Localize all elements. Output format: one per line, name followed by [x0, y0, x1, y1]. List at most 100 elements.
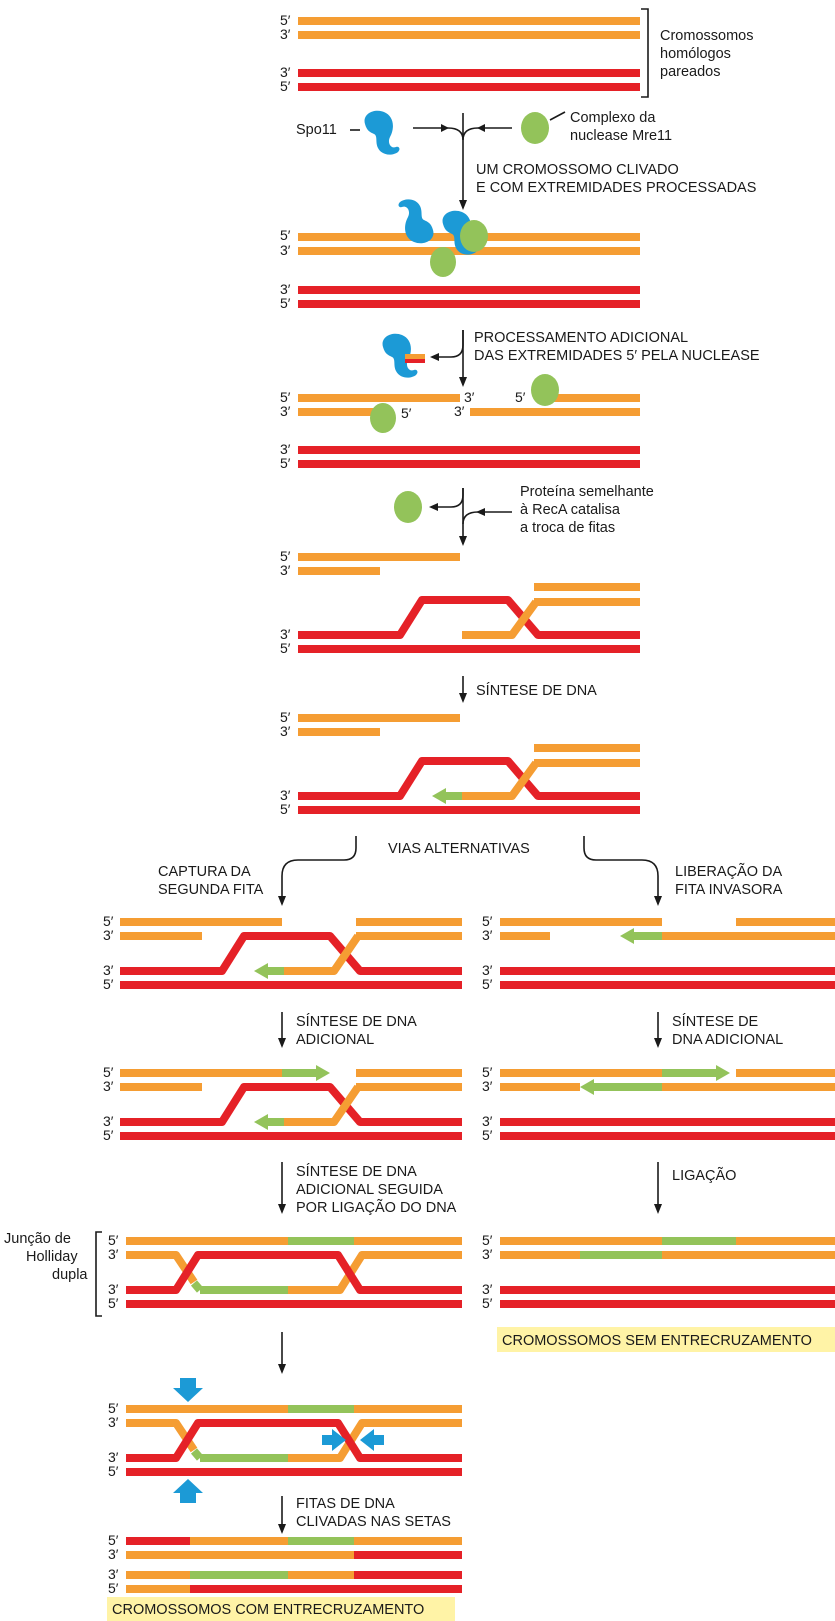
new-dna-arrowhead [432, 788, 446, 804]
end-3: 3′ [108, 1449, 119, 1465]
left-stage-double-holliday: Junção de Holliday dupla 5′ 3′ 3′ 5′ [4, 1231, 462, 1317]
arrow-head [654, 1204, 662, 1214]
end-3: 3′ [280, 242, 291, 258]
new-dna-arrowhead [316, 1065, 330, 1081]
label-invading-release-2: FITA INVASORA [675, 882, 783, 898]
red-strand-crossing [126, 1251, 462, 1294]
right-stage-additional: 5′ 3′ 3′ 5′ [482, 1064, 835, 1143]
label-additional-left-1: SÍNTESE DE DNA [296, 1013, 417, 1030]
label-ligation: LIGAÇÃO [672, 1167, 736, 1184]
end-3: 3′ [280, 281, 291, 297]
leader-line [549, 111, 566, 121]
stage-resected-ends: 5′ 3′ 3′ 5′ 5′ 3′ 3′ 5′ [280, 374, 640, 471]
red-strand-displaced [120, 932, 462, 975]
label-dna-synthesis: SÍNTESE DE DNA [476, 682, 597, 699]
label-mre11-2: nuclease Mre11 [570, 128, 672, 144]
label-alternative: VIAS ALTERNATIVAS [388, 841, 530, 857]
end-5: 5′ [482, 1127, 493, 1143]
label-additional-left-2: ADICIONAL [296, 1032, 374, 1048]
arrow-head [476, 508, 485, 516]
branch-arrow [436, 330, 464, 358]
end-3: 3′ [482, 962, 493, 978]
cut-arrow-left [322, 1429, 346, 1451]
cut-arrow-top [173, 1378, 203, 1402]
end-5: 5′ [515, 389, 526, 405]
label-processing-2: DAS EXTREMIDADES 5′ PELA NUCLEASE [474, 348, 760, 364]
right-stage-release: 5′ 3′ 3′ 5′ [482, 913, 835, 992]
arrow-head [477, 124, 485, 132]
arrow-head [429, 503, 438, 511]
cut-arrow-bottom [173, 1479, 203, 1503]
mre11-protein [521, 112, 549, 144]
step-further-processing: PROCESSAMENTO ADICIONAL DAS EXTREMIDADES… [382, 330, 760, 387]
end-3: 3′ [108, 1281, 119, 1297]
left-step-ligation: SÍNTESE DE DNA ADICIONAL SEGUIDA POR LIG… [278, 1162, 457, 1216]
new-dna-arrowhead [620, 928, 634, 944]
end-5: 5′ [482, 1064, 493, 1080]
left-step-cleaved: FITAS DE DNA CLIVADAS NAS SETAS [278, 1496, 451, 1534]
end-5: 5′ [482, 1232, 493, 1248]
arrow-head [278, 1364, 286, 1374]
spo11-protein [364, 110, 400, 155]
mre11-protein [394, 491, 422, 523]
label-mre11-1: Complexo da [570, 110, 656, 126]
red-strand-displaced [298, 596, 640, 639]
end-3: 3′ [280, 26, 291, 42]
right-step-ligation: LIGAÇÃO [654, 1162, 736, 1214]
label-holliday-2: Holliday [26, 1249, 78, 1265]
end-5: 5′ [482, 913, 493, 929]
arrow-head [654, 1038, 662, 1048]
end-5: 5′ [280, 389, 291, 405]
label-holliday-3: dupla [52, 1267, 88, 1283]
reca-curve [462, 511, 479, 525]
arrow-head [459, 693, 467, 703]
end-3: 3′ [482, 1078, 493, 1094]
result-highlight [497, 1327, 835, 1352]
end-5: 5′ [103, 1127, 114, 1143]
end-5: 5′ [108, 1400, 119, 1416]
step-spo11-mre11: Spo11 Complexo da nuclease Mre11 UM CROM… [296, 110, 756, 210]
branch-arrow-left [281, 836, 357, 898]
label-second-capture-2: SEGUNDA FITA [158, 882, 264, 898]
label-spo11: Spo11 [296, 122, 337, 138]
end-5: 5′ [280, 455, 291, 471]
end-3: 3′ [108, 1414, 119, 1430]
label-additional-right-1: SÍNTESE DE [672, 1013, 759, 1030]
new-dna-arrowhead [580, 1079, 594, 1095]
label-ligation-step-3: POR LIGAÇÃO DO DNA [296, 1199, 457, 1216]
stage-strand-invasion: 5′ 3′ 3′ 5′ [280, 548, 640, 656]
end-5: 5′ [108, 1232, 119, 1248]
label-reca-2: à RecA catalisa [520, 502, 621, 518]
label-invading-release-1: LIBERAÇÃO DA [675, 863, 782, 880]
end-5: 5′ [482, 976, 493, 992]
invading-strand [284, 1084, 362, 1126]
label-additional-right-2: DNA ADICIONAL [672, 1032, 783, 1048]
end-3: 3′ [454, 403, 465, 419]
arrow-head [441, 124, 449, 132]
end-5: 5′ [108, 1580, 119, 1596]
new-dna-arrowhead [716, 1065, 730, 1081]
result-crossover: CROMOSSOMOS COM ENTRECRUZAMENTO [112, 1602, 424, 1618]
arrow-head [278, 896, 286, 906]
cut-arrow-right [360, 1429, 384, 1451]
label-cleaved-2: E COM EXTREMIDADES PROCESSADAS [476, 180, 756, 196]
right-step-additional: SÍNTESE DE DNA ADICIONAL [654, 1012, 783, 1048]
end-5: 5′ [482, 1295, 493, 1311]
new-dna-arrowhead [254, 963, 268, 979]
end-3: 3′ [280, 64, 291, 80]
end-5: 5′ [280, 548, 291, 564]
label-homologs-3: pareados [660, 64, 720, 80]
new-dna [190, 1280, 204, 1293]
branch-arrow [435, 488, 464, 508]
arrow-head [278, 1204, 286, 1214]
end-5: 5′ [280, 640, 291, 656]
left-stage-cut-sites: 5′ 3′ 3′ 5′ [108, 1378, 462, 1503]
end-5: 5′ [280, 295, 291, 311]
mre11-protein [531, 374, 559, 406]
arrow-head [278, 1038, 286, 1048]
end-5: 5′ [280, 709, 291, 725]
left-stage-additional: 5′ 3′ 3′ 5′ [103, 1064, 462, 1143]
end-3: 3′ [103, 1078, 114, 1094]
end-5: 5′ [103, 976, 114, 992]
